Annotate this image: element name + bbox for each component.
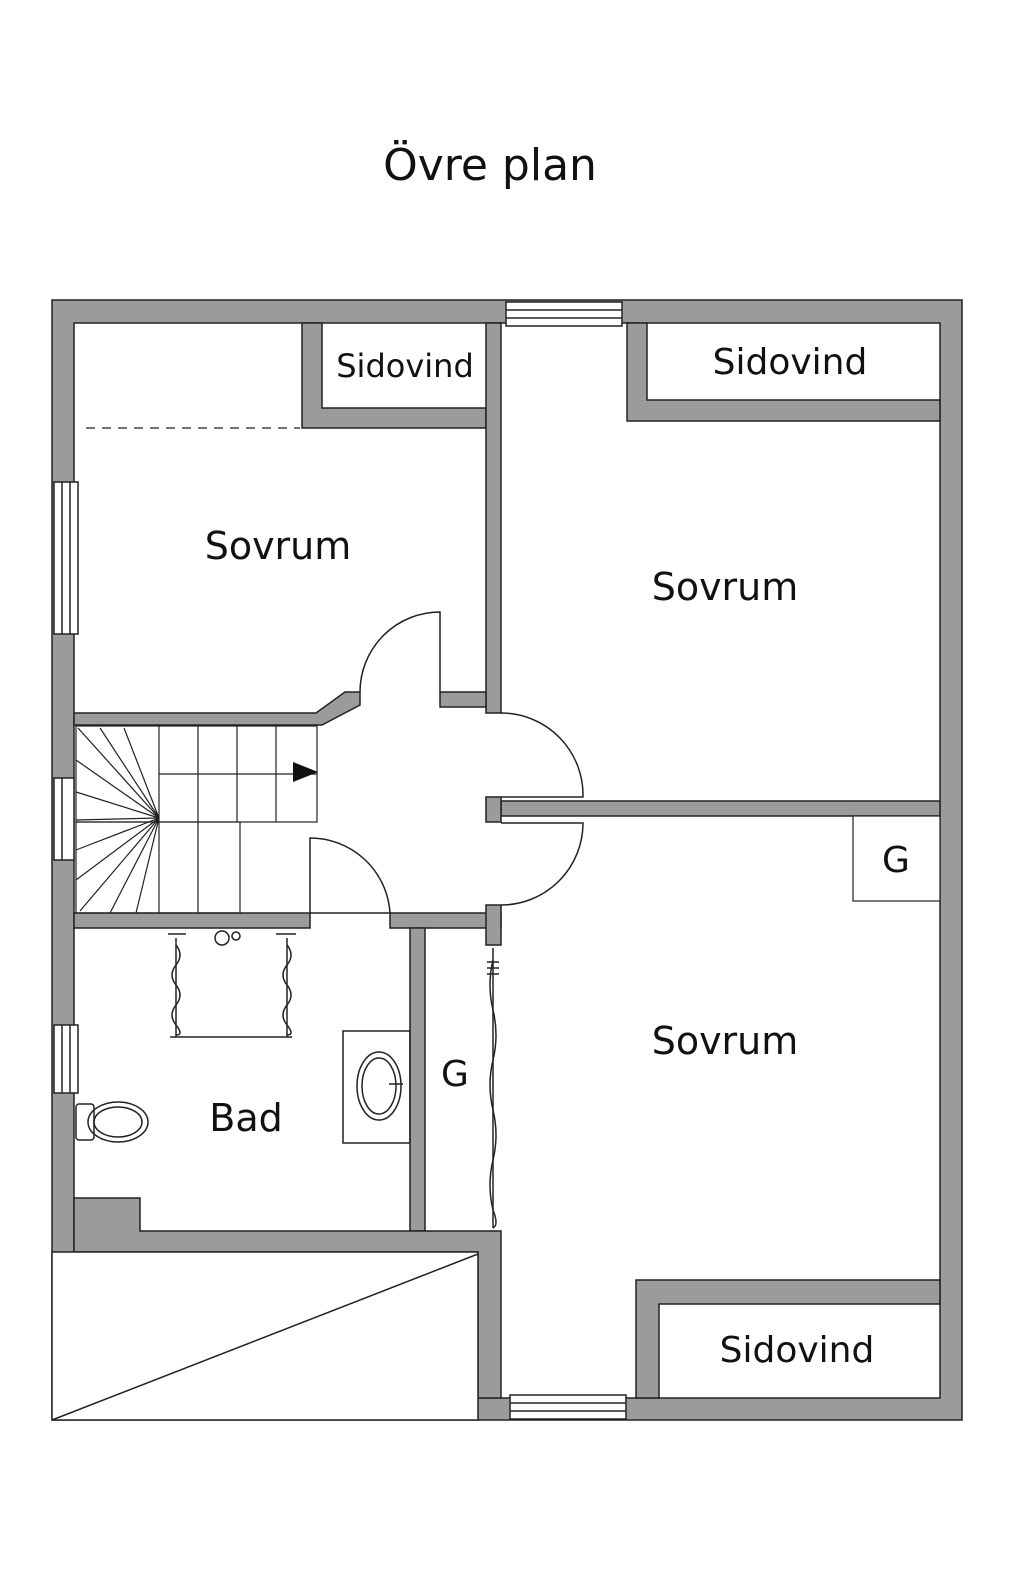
- room-label-garderob-right: G: [882, 840, 910, 881]
- toilet-icon: [75, 1101, 149, 1143]
- room-label-bad: Bad: [209, 1096, 282, 1140]
- plan-title: Övre plan: [383, 140, 597, 191]
- stair-arrow-icon: [293, 762, 318, 782]
- room-label-garderob-middle: G: [441, 1054, 469, 1095]
- sliding-door-icon: [487, 948, 499, 1229]
- room-label-sidovind-bottom-right: Sidovind: [720, 1330, 875, 1371]
- room-label-sovrum-left: Sovrum: [205, 524, 352, 568]
- windows: [53, 301, 627, 1420]
- room-labels: Sidovind Sidovind Sovrum Sovrum G G Sovr…: [205, 342, 910, 1371]
- garderob-right-box: [852, 815, 941, 902]
- staircase: [75, 725, 318, 914]
- room-label-sovrum-right-top: Sovrum: [652, 565, 799, 609]
- shower-icon: [168, 930, 296, 1038]
- door-swings: [309, 611, 584, 914]
- room-label-sidovind-top-right: Sidovind: [713, 342, 868, 383]
- room-label-sidovind-top-left: Sidovind: [336, 347, 474, 385]
- walls: [51, 299, 963, 1421]
- sink-icon: [342, 1030, 411, 1144]
- open-area: [51, 1251, 479, 1421]
- room-label-sovrum-right-bottom: Sovrum: [652, 1019, 799, 1063]
